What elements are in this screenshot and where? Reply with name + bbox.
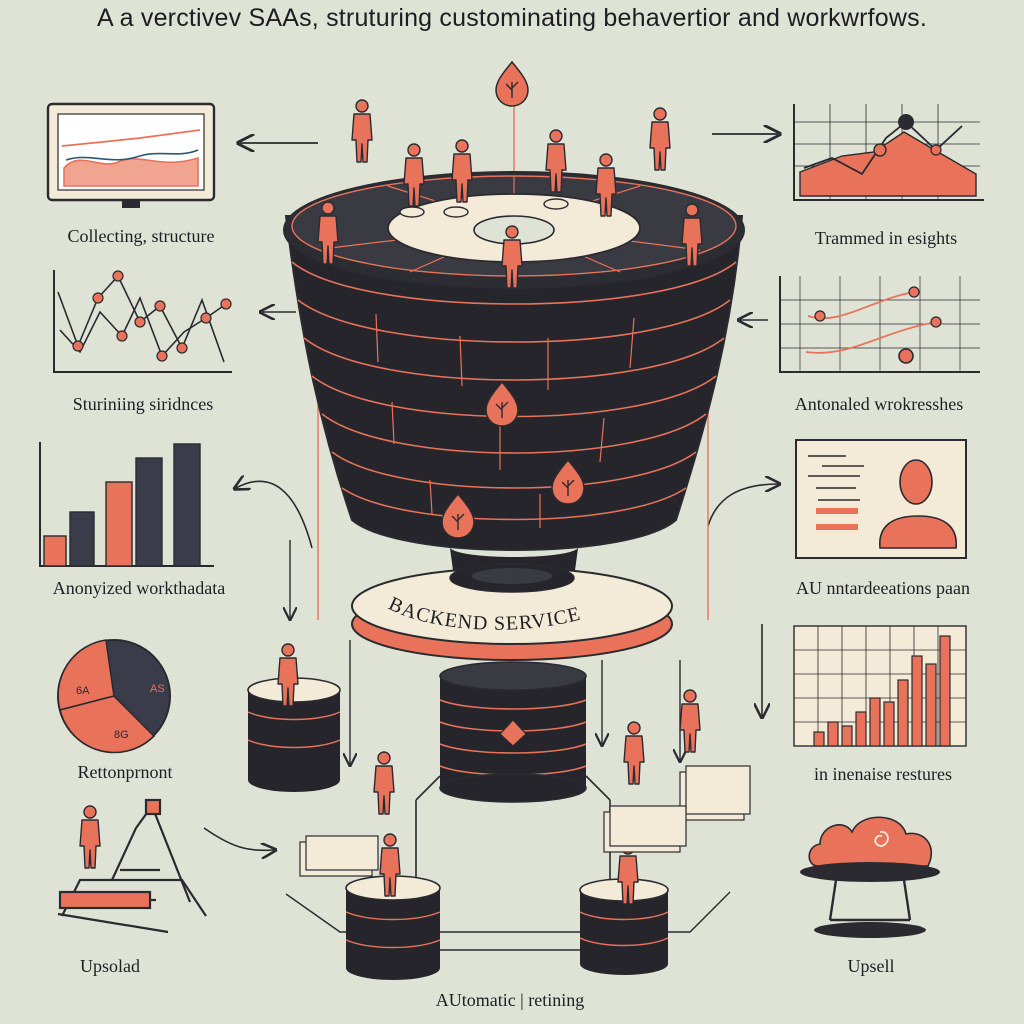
line-chart-icon bbox=[53, 270, 232, 373]
label-insights: Trammed in esights bbox=[814, 228, 958, 248]
exercise-machine-icon bbox=[57, 798, 207, 934]
workflow-chart-icon bbox=[779, 276, 980, 373]
page-title: A a verctivev SAAs, struturing customina… bbox=[96, 4, 928, 32]
pie-chart-icon: 6A AS 8G bbox=[57, 639, 171, 754]
monitor-chart-icon bbox=[46, 102, 216, 208]
label-structuring: Sturiniing siridnces bbox=[72, 394, 214, 414]
pie-slice-label: AS bbox=[150, 683, 165, 695]
funnel-structure bbox=[247, 61, 751, 980]
label-workflows: Antonaled wrokresshes bbox=[794, 394, 964, 414]
label-collecting: Collecting, structure bbox=[67, 226, 215, 246]
flow-arrow bbox=[707, 484, 778, 527]
ai-profile-card-icon bbox=[795, 439, 967, 559]
label-features: in inenaise restures bbox=[814, 764, 952, 784]
label-upsell: Upsell bbox=[847, 956, 895, 976]
insights-chart-icon bbox=[793, 104, 984, 201]
bar-chart-icon bbox=[39, 442, 214, 567]
label-automatic-retraining: AUtomatic | retining bbox=[435, 990, 585, 1010]
label-anonymized: Anonyized workthadata bbox=[52, 578, 226, 598]
label-ai-plan: AU nntardeeations paan bbox=[796, 578, 970, 598]
upsell-cloud-icon bbox=[800, 816, 940, 938]
label-upload: Upsolad bbox=[80, 956, 140, 976]
flow-arrow bbox=[236, 481, 313, 549]
pie-slice-label: 8G bbox=[114, 729, 129, 741]
pie-slice-label: 6A bbox=[76, 685, 90, 697]
label-retention: Rettonprnont bbox=[77, 762, 173, 782]
flow-arrow bbox=[203, 827, 274, 850]
growth-bar-chart-icon bbox=[793, 625, 967, 747]
